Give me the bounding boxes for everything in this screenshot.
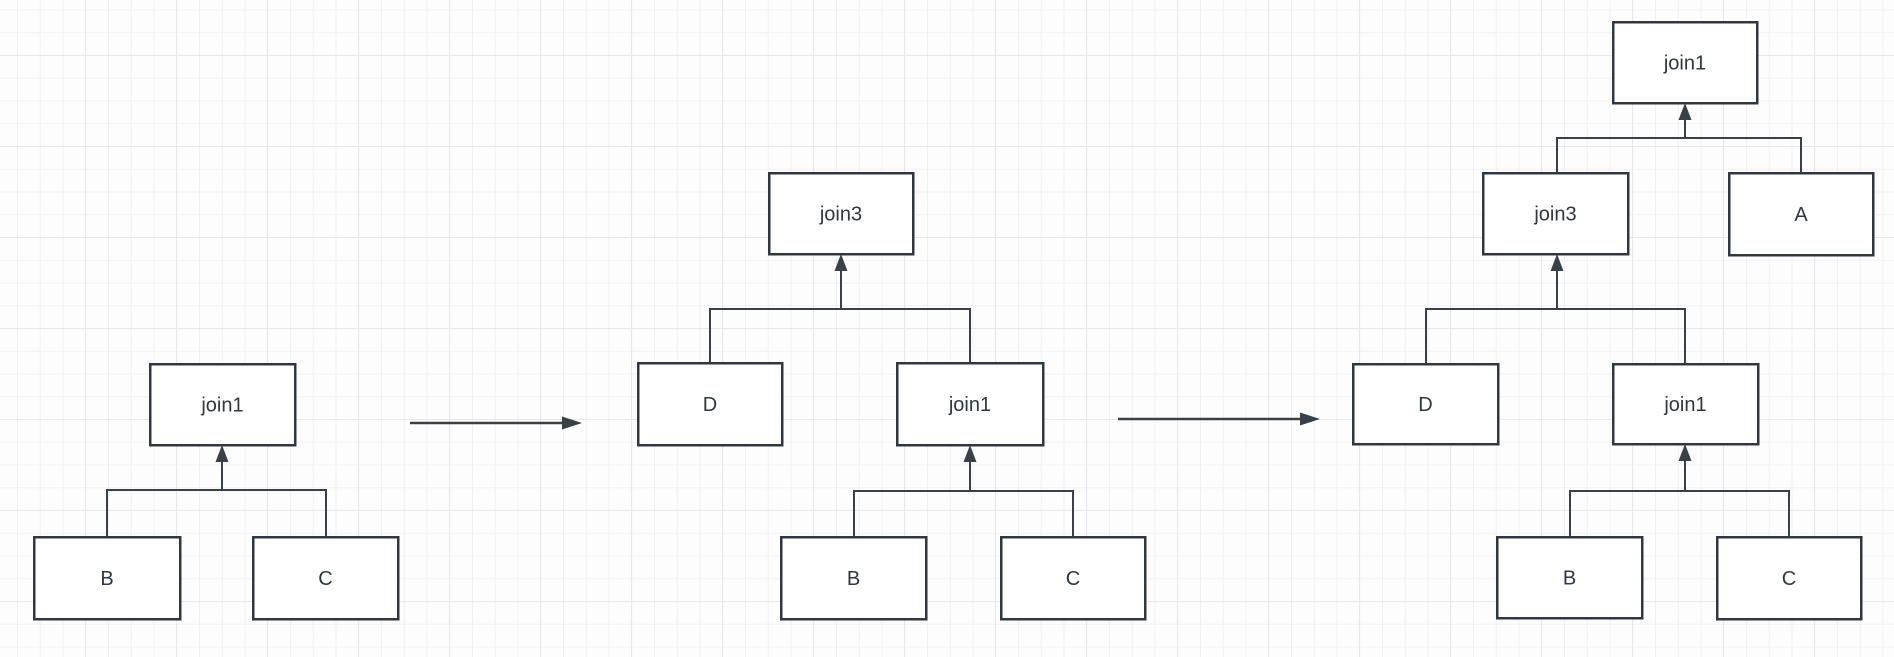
node-label: A <box>1794 204 1808 226</box>
node-label: C <box>1066 568 1080 590</box>
node-box <box>895 361 1045 447</box>
node-box <box>999 535 1147 621</box>
arrowhead-up-icon <box>1550 254 1564 271</box>
edge-rail <box>709 308 971 363</box>
node-label: D <box>703 394 717 416</box>
edge-t2-join3[interactable] <box>709 254 971 363</box>
node-t2-d[interactable]: D <box>636 361 784 447</box>
node-box <box>779 535 928 621</box>
node-label: join3 <box>1533 204 1576 226</box>
arrowhead-up-icon <box>1678 444 1692 461</box>
node-label: join3 <box>819 204 862 226</box>
node-t1-c[interactable]: C <box>251 535 400 621</box>
node-box <box>1715 535 1863 621</box>
node-label: B <box>1563 568 1576 590</box>
node-t3-join1-root[interactable]: join1 <box>1611 20 1759 105</box>
node-t1-b[interactable]: B <box>32 535 182 621</box>
arrowhead-up-icon <box>1678 103 1692 120</box>
node-label: join1 <box>948 394 991 416</box>
edge-t3-join1[interactable] <box>1569 444 1790 537</box>
node-box <box>1495 535 1644 620</box>
node-label: C <box>1782 568 1796 590</box>
edge-rail <box>106 489 327 537</box>
node-box <box>32 535 182 621</box>
node-label: C <box>318 568 332 590</box>
edge-rail <box>853 490 1074 537</box>
transition-arrow-step-2-to-step-3[interactable] <box>1118 412 1320 426</box>
node-box <box>1351 362 1500 446</box>
node-t3-d[interactable]: D <box>1351 362 1500 446</box>
node-t3-join3[interactable]: join3 <box>1481 171 1630 256</box>
node-t2-c[interactable]: C <box>999 535 1147 621</box>
node-box <box>1611 20 1759 105</box>
node-label: join1 <box>1663 394 1706 416</box>
edge-t2-join1[interactable] <box>853 445 1074 537</box>
node-t3-c[interactable]: C <box>1715 535 1863 621</box>
node-box <box>1481 171 1630 256</box>
node-label: join1 <box>200 395 243 417</box>
edge-t3-join1-root[interactable] <box>1556 103 1802 173</box>
node-label: B <box>100 568 113 590</box>
arrowhead-right-icon <box>562 416 582 430</box>
edge-rail <box>1556 137 1802 173</box>
transition-arrow-step-1-to-step-2[interactable] <box>410 416 582 430</box>
arrowhead-right-icon <box>1300 412 1320 426</box>
node-t3-join1[interactable]: join1 <box>1611 362 1760 446</box>
node-t2-join3[interactable]: join3 <box>767 171 915 256</box>
node-t3-b[interactable]: B <box>1495 535 1644 620</box>
node-label: B <box>847 568 860 590</box>
node-box <box>251 535 400 621</box>
node-box <box>767 171 915 256</box>
node-label: join1 <box>1663 53 1706 75</box>
node-box <box>148 362 297 447</box>
node-label: D <box>1418 394 1432 416</box>
arrowhead-up-icon <box>963 445 977 462</box>
node-box <box>636 361 784 447</box>
edge-t1-join1[interactable] <box>106 445 327 537</box>
arrowhead-up-icon <box>834 254 848 271</box>
node-box <box>1727 171 1875 257</box>
edge-rail <box>1569 490 1790 537</box>
node-t3-a[interactable]: A <box>1727 171 1875 257</box>
node-t1-join1[interactable]: join1 <box>148 362 297 447</box>
node-box <box>1611 362 1760 446</box>
edge-t3-join3[interactable] <box>1425 254 1686 364</box>
edge-rail <box>1425 308 1686 364</box>
node-t2-b[interactable]: B <box>779 535 928 621</box>
arrowhead-up-icon <box>215 445 229 462</box>
node-t2-join1[interactable]: join1 <box>895 361 1045 447</box>
